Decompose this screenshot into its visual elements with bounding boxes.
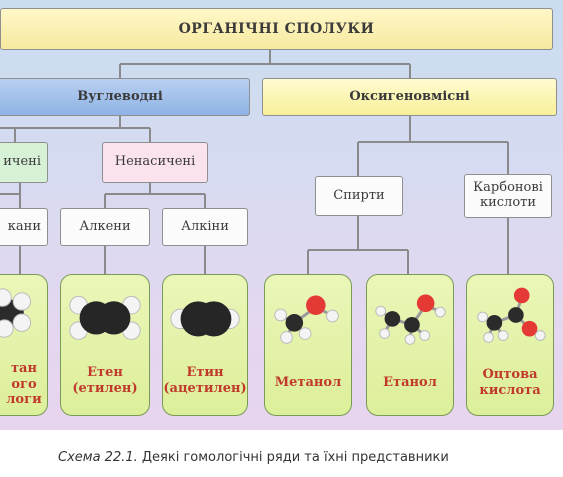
alcohols-box: Спирти: [315, 176, 403, 216]
ethanol-model-icon: [375, 294, 446, 345]
alkanes-box: кани: [0, 208, 48, 246]
methanol-model-icon: [274, 295, 339, 344]
methanol-label: Метанол: [274, 375, 342, 390]
caption-prefix: Схема 22.1.: [58, 450, 138, 465]
alkynes-label: Алкіни: [181, 218, 229, 234]
ethanol-label: Етанол: [383, 375, 437, 390]
methanol-card: Метанол: [264, 274, 352, 416]
ethyne-card: Етин (ацетилен): [162, 274, 248, 416]
saturated-label: ичені: [3, 154, 41, 170]
acetic-acid-model-icon: [477, 287, 546, 343]
caption-text: Деякі гомологічні ряди та їхні представн…: [137, 450, 449, 465]
carboxylic-acids-label-line2: кислоти: [479, 195, 536, 210]
hydrocarbons-box: Вуглеводні: [0, 78, 250, 116]
carboxylic-acids-box: Карбонові кислоти: [464, 174, 552, 218]
alcohols-label: Спирти: [333, 187, 385, 203]
oxygen-compounds-label: Оксигеновмісні: [349, 88, 470, 104]
saturated-box: ичені: [0, 142, 48, 183]
acetic-acid-card: Оцтова кислота: [466, 274, 554, 416]
ethyne-model-icon: [170, 301, 240, 337]
acetic-acid-label: Оцтова кислота: [479, 367, 541, 398]
caption-area: [0, 430, 563, 477]
methane-card: тан ого логи: [0, 274, 48, 416]
hydrocarbons-label: Вуглеводні: [77, 88, 163, 104]
ethyne-label: Етин (ацетилен): [163, 365, 247, 396]
title-box: ОРГАНІЧНІ СПОЛУКИ: [0, 8, 553, 50]
ethene-label: Етен (етилен): [72, 365, 138, 396]
alkenes-box: Алкени: [60, 208, 150, 246]
carboxylic-acids-label-line1: Карбонові: [473, 180, 543, 196]
ethene-model-icon: [69, 295, 141, 340]
alkynes-box: Алкіни: [162, 208, 248, 246]
ethanol-card: Етанол: [366, 274, 454, 416]
ethene-card: Етен (етилен): [60, 274, 150, 416]
methane-label: тан ого логи: [6, 361, 42, 408]
alkanes-label: кани: [7, 218, 41, 234]
title-text: ОРГАНІЧНІ СПОЛУКИ: [178, 20, 375, 37]
unsaturated-box: Ненасичені: [102, 142, 208, 183]
alkenes-label: Алкени: [79, 218, 131, 234]
figure-caption: Схема 22.1. Деякі гомологічні ряди та їх…: [58, 450, 449, 465]
connector-lines: [0, 50, 509, 274]
unsaturated-label: Ненасичені: [114, 154, 196, 170]
methane-model-icon: [0, 288, 32, 338]
oxygen-compounds-box: Оксигеновмісні: [262, 78, 557, 116]
